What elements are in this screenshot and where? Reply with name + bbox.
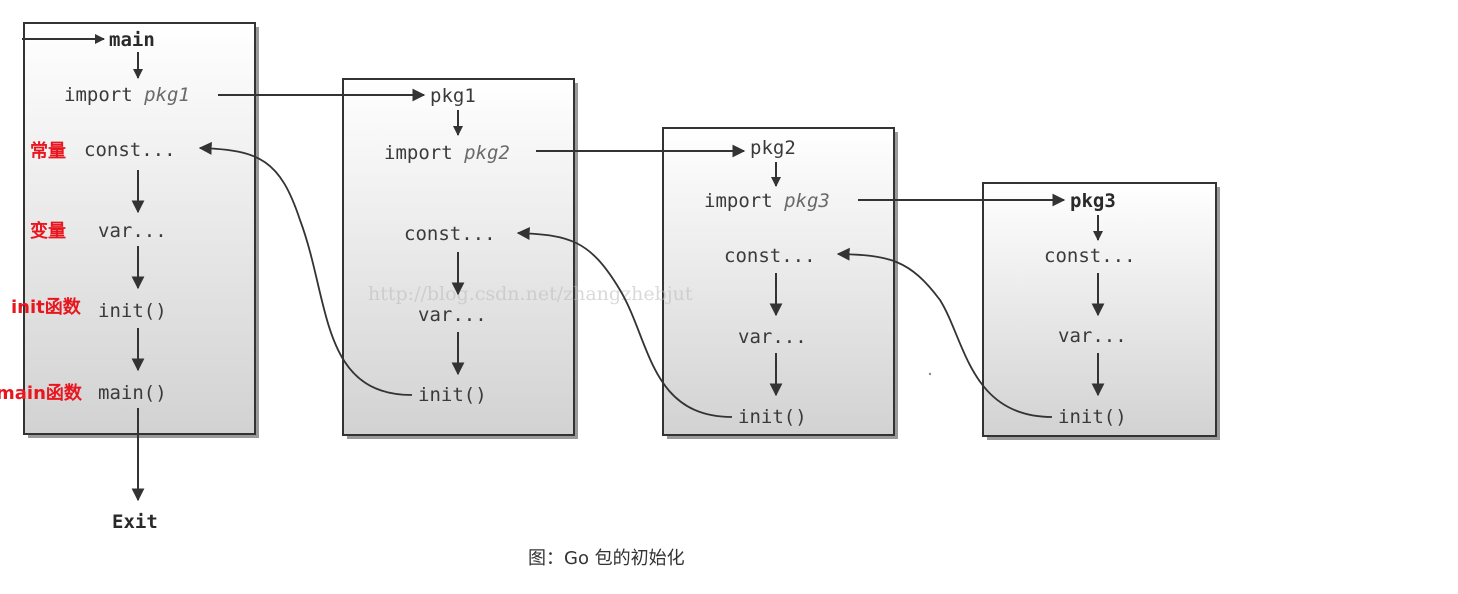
main-import-pkg: pkg1 [143, 84, 190, 106]
pkg2-title: pkg2 [750, 137, 796, 159]
main-import-statement: import pkg1 [64, 84, 190, 106]
exit-label: Exit [112, 511, 158, 533]
pkg1-import-statement: import pkg2 [384, 142, 510, 164]
pkg1-import-pkg: pkg2 [463, 142, 510, 164]
main-entry-label: main [109, 29, 155, 51]
pkg1-title: pkg1 [430, 85, 476, 107]
pkg2-import-keyword: import [704, 190, 773, 212]
return-curve-pkg2-to-pkg1 [516, 226, 733, 418]
pkg3-title: pkg3 [1070, 190, 1116, 212]
pkg3-init: init() [1058, 406, 1127, 428]
pkg2-import-statement: import pkg3 [704, 190, 830, 212]
watermark: http://blog.csdn.net/zhangzhebjut [368, 283, 693, 305]
pkg3-var: var... [1058, 325, 1127, 347]
pkg1-init: init() [418, 384, 487, 406]
pkg2-const: const... [724, 245, 816, 267]
annotation-init: init函数 [11, 296, 82, 318]
return-curve-pkg3-to-pkg2 [836, 247, 1053, 418]
return-curve-pkg1-to-main [198, 141, 413, 396]
pkg2-box [662, 127, 895, 436]
pkg3-const: const... [1044, 245, 1136, 267]
main-var: var... [98, 220, 167, 242]
pkg3-box [982, 182, 1217, 437]
pkg1-var: var... [418, 304, 487, 326]
figure-caption: 图：Go 包的初始化 [528, 548, 685, 569]
main-main: main() [98, 382, 167, 404]
annotation-const: 常量 [30, 140, 66, 162]
dot-artifact [928, 372, 932, 376]
annotation-var: 变量 [30, 220, 66, 242]
main-import-keyword: import [64, 84, 133, 106]
pkg2-import-pkg: pkg3 [783, 190, 830, 212]
annotation-main: main函数 [0, 382, 83, 404]
pkg1-import-keyword: import [384, 142, 453, 164]
pkg2-init: init() [738, 406, 807, 428]
main-const: const... [84, 139, 176, 161]
pkg2-var: var... [738, 326, 807, 348]
main-init: init() [98, 300, 167, 322]
pkg1-const: const... [404, 223, 496, 245]
